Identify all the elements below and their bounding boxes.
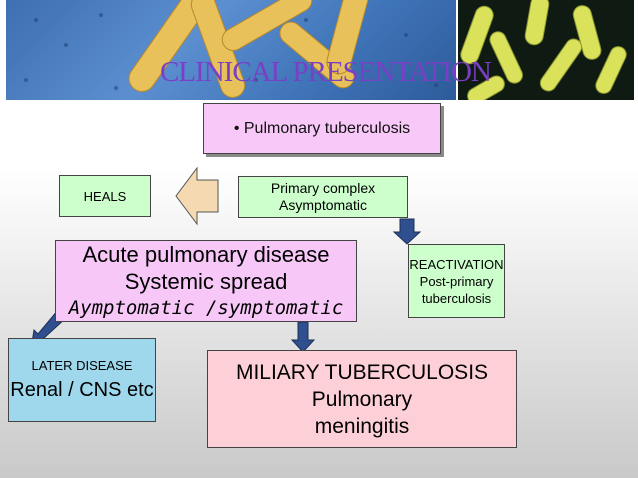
- miliary-tb-box: MILIARY TUBERCULOSIS Pulmonary meningiti…: [207, 350, 517, 448]
- post-primary-label: Post-primary: [419, 273, 494, 289]
- symptomatic-label: Aymptomatic /symptomatic: [68, 296, 344, 319]
- heals-label: HEALS: [83, 188, 127, 204]
- slide-title: CLINICAL PRESENTATION: [160, 56, 492, 88]
- tuberculosis-label: tuberculosis: [421, 290, 492, 306]
- bacteria-banner-right: [458, 0, 634, 100]
- pulmonary-tb-label: • Pulmonary tuberculosis: [233, 119, 411, 137]
- renal-cns-label: Renal / CNS etc: [10, 379, 154, 401]
- primary-complex-box: Primary complex Asymptomatic: [238, 176, 408, 218]
- miliary-tb-label: MILIARY TUBERCULOSIS: [235, 360, 489, 384]
- systemic-spread-label: Systemic spread: [124, 268, 288, 294]
- reactivation-box: REACTIVATION Post-primary tuberculosis: [408, 244, 505, 318]
- asymptomatic-label: Asymptomatic: [279, 197, 367, 213]
- acute-disease-label: Acute pulmonary disease: [82, 241, 330, 267]
- bacteria-banner-left: [6, 0, 456, 100]
- bacteria-image-right: [460, 0, 627, 100]
- acute-disease-box: Acute pulmonary disease Systemic spread …: [55, 240, 357, 322]
- reactivation-label: REACTIVATION: [409, 256, 504, 272]
- later-disease-label: LATER DISEASE: [31, 358, 133, 373]
- down-arrow-to-reactivation: [392, 218, 422, 245]
- meningitis-label: meningitis: [314, 414, 410, 438]
- bacteria-image-left: [24, 0, 438, 98]
- heals-box: HEALS: [59, 175, 151, 217]
- left-arrow-to-heals: [175, 166, 219, 226]
- pulmonary-tb-box: • Pulmonary tuberculosis: [203, 103, 441, 154]
- later-disease-box: LATER DISEASE Renal / CNS etc: [8, 338, 156, 422]
- miliary-pulmonary-label: Pulmonary: [311, 387, 413, 411]
- primary-complex-label: Primary complex: [270, 180, 376, 196]
- down-arrow-to-miliary: [290, 321, 316, 353]
